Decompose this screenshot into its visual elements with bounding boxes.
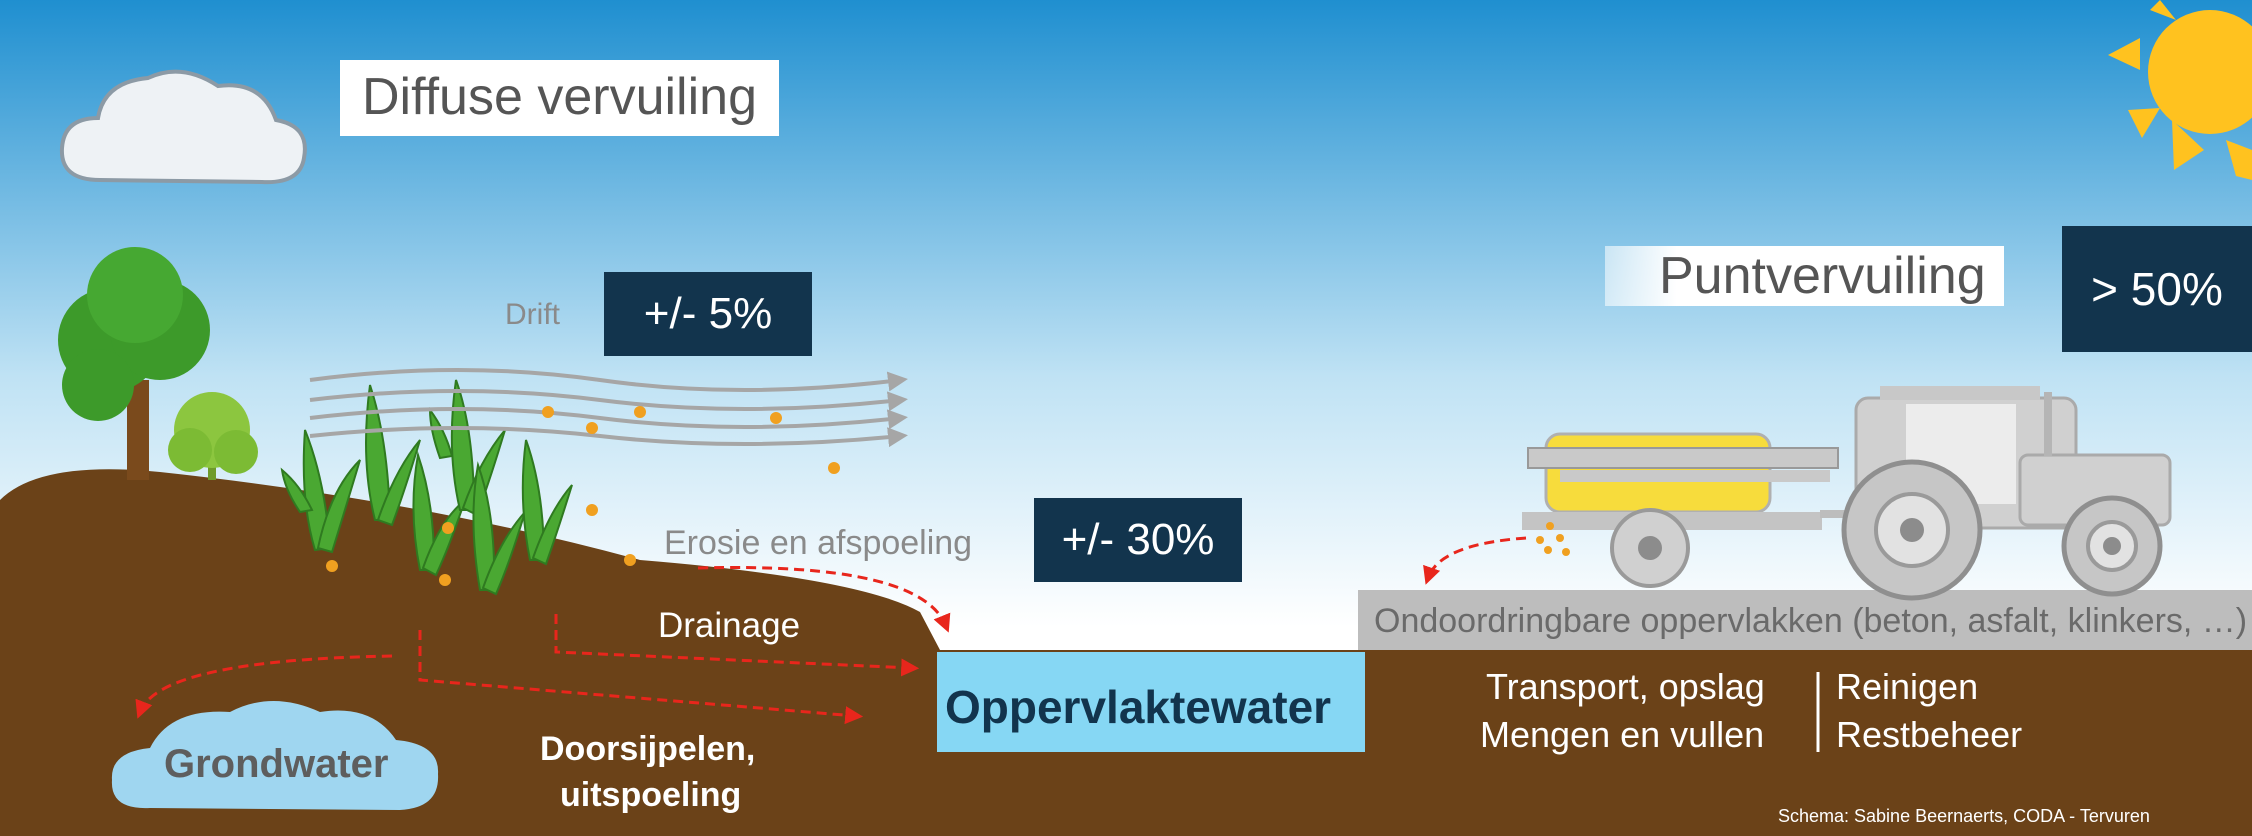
residue-management-label: Restbeheer (1836, 714, 2023, 755)
impermeable-surfaces-label: Ondoordringbare oppervlakken (beton, asf… (1374, 602, 2248, 640)
tractor-icon (1841, 386, 2172, 601)
drift-wind-icon (309, 368, 908, 448)
erosion-arrow (697, 566, 951, 633)
credit-text: Schema: Sabine Beernaerts, CODA - Tervur… (1778, 806, 2150, 826)
drainage-label: Drainage (658, 606, 801, 645)
erosion-label: Erosie en afspoeling (664, 524, 973, 562)
leaching-label-line2: uitspoeling (560, 776, 742, 814)
surface-water-label: Oppervlaktewater (945, 681, 1332, 733)
sprayer-spill-arrow (1423, 536, 1527, 585)
groundwater-body (111, 701, 439, 810)
cloud-icon (59, 69, 307, 185)
drainage-arrow (554, 614, 920, 677)
mixing-filling-label: Mengen en vullen (1480, 714, 1765, 755)
sun-icon (2108, 0, 2252, 180)
impermeable-surface (1358, 590, 2252, 650)
pesticide-drops (326, 406, 840, 586)
point-title: Puntvervuiling (1605, 246, 2004, 306)
groundwater-label: Grondwater (164, 742, 389, 786)
flow-arrows (135, 536, 1527, 725)
crop-icon (280, 379, 573, 596)
drift-percentage-badge: +/- 5% (604, 272, 812, 356)
sprayer-icon (1522, 432, 1880, 588)
point-percentage-badge: > 50% (2062, 226, 2252, 352)
surface-water (937, 652, 1365, 752)
shrub-icon (168, 392, 258, 480)
erosion-percentage-badge: +/- 30% (1034, 498, 1242, 582)
drift-label: Drift (505, 298, 560, 331)
groundwater-arrow (135, 654, 393, 719)
leaching-arrow (418, 630, 864, 725)
tree-icon (58, 247, 210, 480)
cleaning-label: Reinigen (1836, 666, 1979, 707)
diffuse-title: Diffuse vervuiling (340, 60, 780, 136)
leaching-label-line1: Doorsijpelen, (540, 730, 756, 768)
transport-storage-label: Transport, opslag (1486, 666, 1765, 707)
